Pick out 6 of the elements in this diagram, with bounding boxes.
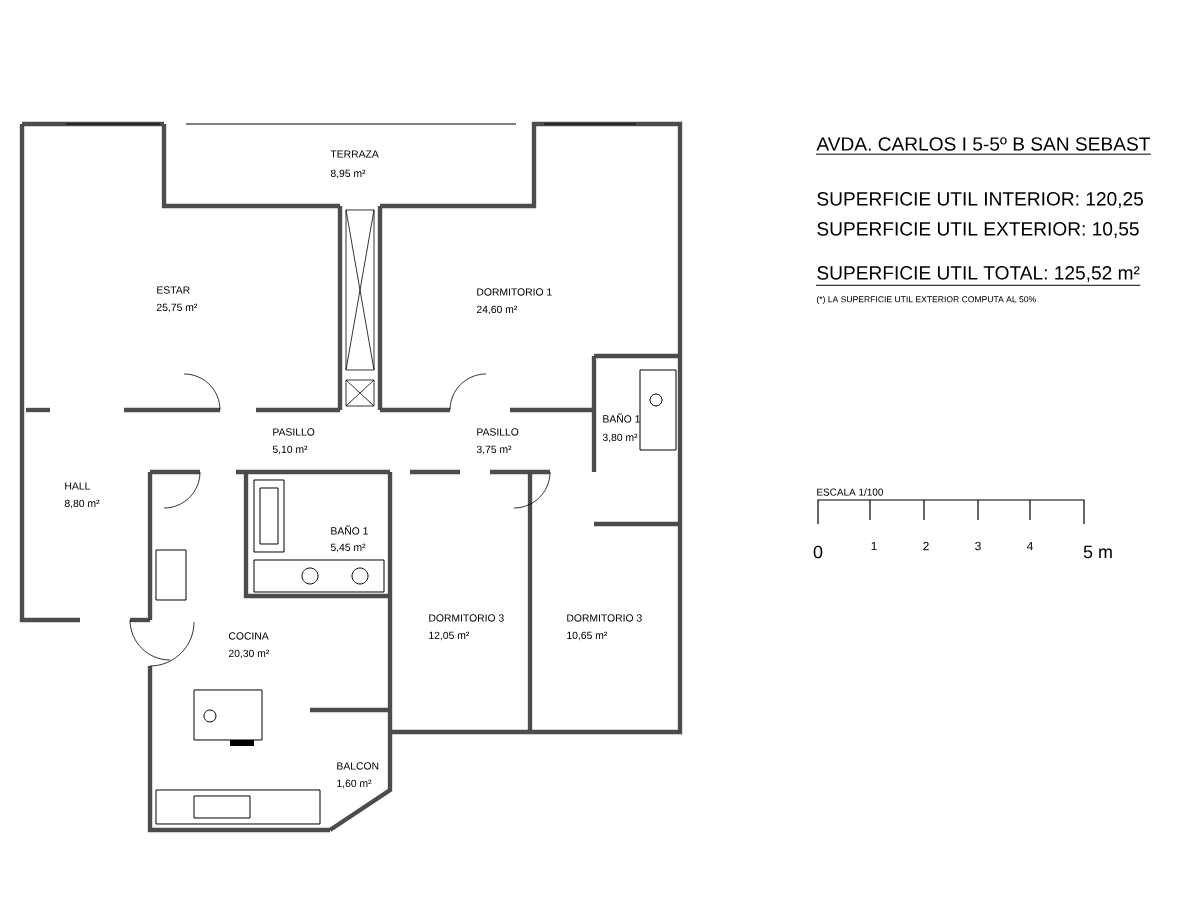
address-title: AVDA. CARLOS I 5-5º B SAN SEBAST — [816, 137, 1150, 151]
area-total: SUPERFICIE UTIL TOTAL: 125,52 m² — [817, 266, 1140, 282]
area-summary: SUPERFICIE UTIL EXTERIOR: 10,55 — [817, 222, 1139, 238]
area-summary: SUPERFICIE UTIL INTERIOR: 120,25 — [817, 192, 1143, 208]
scale-number: 0 — [813, 545, 823, 559]
scale-number: 5 m — [1083, 545, 1112, 559]
